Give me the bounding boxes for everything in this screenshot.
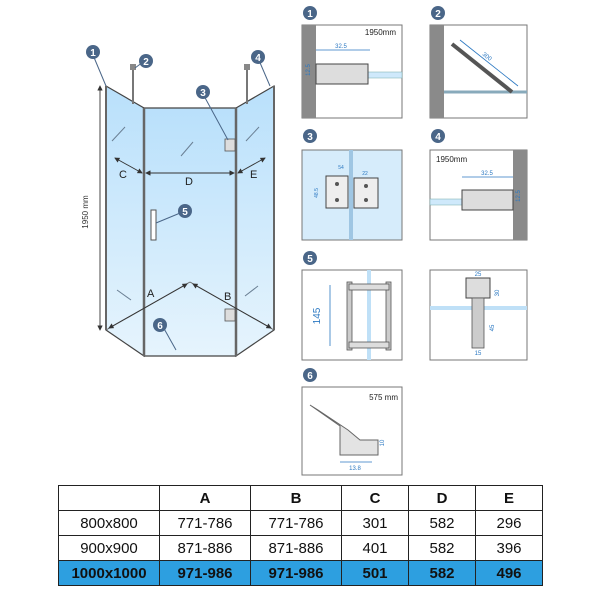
svg-text:3: 3 — [307, 132, 313, 143]
table-cell: 771-786 — [250, 510, 342, 536]
table-cell: 971-986 — [159, 560, 251, 586]
svg-text:1: 1 — [90, 48, 96, 59]
table-row-highlighted: 1000x1000 971-986 971-986 501 582 496 — [58, 560, 543, 586]
table-cell: 396 — [475, 535, 543, 561]
svg-text:48.5: 48.5 — [314, 188, 320, 198]
left-panel — [105, 84, 145, 358]
svg-text:1950mm: 1950mm — [436, 155, 467, 164]
table-cell: 496 — [475, 560, 543, 586]
table-cell: 401 — [341, 535, 409, 561]
callout-6: 6 — [153, 318, 167, 332]
table-header-cell: C — [341, 485, 409, 511]
right-panel — [235, 84, 275, 358]
svg-text:2: 2 — [435, 9, 441, 20]
table-cell: 771-786 — [159, 510, 251, 536]
svg-text:32.5: 32.5 — [335, 44, 347, 50]
svg-text:2: 2 — [143, 57, 149, 68]
svg-text:1950mm: 1950mm — [365, 28, 396, 37]
hinge-top — [224, 138, 236, 152]
svg-text:5: 5 — [182, 207, 188, 218]
svg-text:575 mm: 575 mm — [369, 393, 398, 402]
table-header-cell: B — [250, 485, 342, 511]
table-cell: 871-886 — [159, 535, 251, 561]
svg-text:10: 10 — [380, 439, 386, 446]
table-cell: 900x900 — [58, 535, 160, 561]
table-cell: 800x800 — [58, 510, 160, 536]
table-cell: 971-986 — [250, 560, 342, 586]
table-cell: 501 — [341, 560, 409, 586]
height-label: 1950 mm — [81, 195, 90, 229]
table-cell: 582 — [408, 560, 476, 586]
table-cell: 582 — [408, 535, 476, 561]
svg-text:13.8: 13.8 — [349, 466, 361, 472]
door-handle — [150, 209, 157, 241]
svg-text:4: 4 — [435, 132, 441, 143]
table-cell: 582 — [408, 510, 476, 536]
table-header-cell — [58, 485, 160, 511]
svg-text:25: 25 — [475, 272, 482, 278]
detail-2: 2 300 — [429, 6, 528, 119]
main-enclosure: 1950 mm C D E A B — [81, 64, 275, 358]
svg-text:22: 22 — [362, 171, 368, 177]
table-header-cell: D — [408, 485, 476, 511]
hinge-bottom — [224, 308, 236, 322]
label-a: A — [147, 288, 155, 300]
detail-6a: 25 30 45 15 — [429, 269, 528, 361]
table-row: 900x900 871-886 871-886 401 582 396 — [58, 535, 543, 561]
svg-text:1: 1 — [307, 9, 313, 20]
detail-3: 3 54 48.5 22 — [301, 129, 403, 241]
detail-5: 5 145 — [301, 251, 403, 361]
label-b: B — [224, 291, 231, 303]
callout-5: 5 — [178, 204, 192, 218]
detail-6: 6 575 mm 13.8 10 — [301, 368, 403, 476]
label-d: D — [185, 176, 193, 188]
callout-1: 1 — [86, 45, 100, 59]
svg-text:32.5: 32.5 — [481, 171, 493, 177]
svg-text:45: 45 — [490, 324, 496, 331]
diagram-canvas: 1950 mm C D E A B 1 2 3 4 5 6 — [81, 6, 528, 476]
table-header-row: A B C D E — [58, 485, 543, 511]
svg-text:30: 30 — [495, 289, 501, 296]
table-row: 800x800 771-786 771-786 301 582 296 — [58, 510, 543, 536]
table-header-cell: A — [159, 485, 251, 511]
svg-text:6: 6 — [157, 321, 163, 332]
table-cell: 1000x1000 — [58, 560, 160, 586]
detail-4: 4 1950mm 32.5 12.5 — [429, 129, 528, 241]
svg-text:6: 6 — [307, 371, 313, 382]
callout-4: 4 — [251, 50, 265, 64]
callout-2: 2 — [139, 54, 153, 68]
label-c: C — [119, 169, 127, 181]
table-cell: 301 — [341, 510, 409, 536]
svg-text:12.5: 12.5 — [306, 64, 312, 76]
table-cell: 296 — [475, 510, 543, 536]
svg-text:5: 5 — [307, 254, 313, 265]
svg-text:300: 300 — [481, 52, 493, 63]
dimension-table: A B C D E 800x800 771-786 771-786 301 58… — [58, 485, 543, 586]
svg-text:3: 3 — [200, 88, 206, 99]
detail-1: 1 1950mm 32.5 12.5 — [301, 6, 403, 119]
svg-text:12.5: 12.5 — [516, 190, 522, 202]
svg-text:54: 54 — [338, 165, 344, 171]
svg-text:15: 15 — [475, 351, 482, 357]
table-cell: 871-886 — [250, 535, 342, 561]
table-header-cell: E — [475, 485, 543, 511]
callout-3: 3 — [196, 85, 210, 99]
svg-text:145: 145 — [312, 307, 323, 324]
label-e: E — [250, 169, 257, 181]
svg-text:4: 4 — [255, 53, 261, 64]
